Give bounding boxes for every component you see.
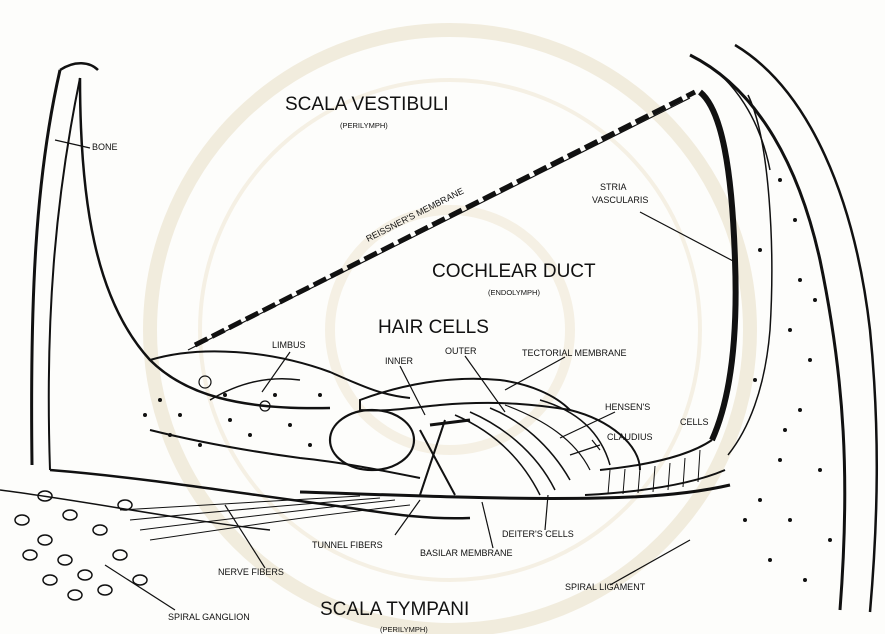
limbus-region — [150, 351, 420, 478]
claudius-label: CLAUDIUS — [607, 432, 653, 442]
inner-label: INNER — [385, 356, 414, 366]
scala-tympani-fluid-label: (PERILYMPH) — [380, 625, 428, 634]
deiters-cells-label: DEITER'S CELLS — [502, 529, 574, 539]
spiral-ligament-label: SPIRAL LIGAMENT — [565, 582, 646, 592]
scala-tympani-label: SCALA TYMPANI — [320, 599, 469, 620]
limbus-label: LIMBUS — [272, 340, 306, 350]
cochlear-duct-fluid-label: (ENDOLYMPH) — [488, 288, 540, 297]
outer-label: OUTER — [445, 346, 477, 356]
reissners-membrane-line — [195, 92, 695, 345]
bone-label: BONE — [92, 142, 118, 152]
stria-label: STRIA — [600, 182, 627, 192]
cells-label: CELLS — [680, 417, 709, 427]
nerve-fibers-label: NERVE FIBERS — [218, 567, 284, 577]
nerve-fibers-lines — [120, 496, 410, 540]
basilar-membrane-label: BASILAR MEMBRANE — [420, 548, 513, 558]
osseous-spiral-lamina-upper — [80, 78, 330, 408]
scala-vestibuli-fluid-label: (PERILYMPH) — [340, 121, 388, 130]
cochlear-duct-label: COCHLEAR DUCT — [432, 261, 596, 282]
tunnel-fibers-label: TUNNEL FIBERS — [312, 540, 383, 550]
hensens-label: HENSEN'S — [605, 402, 650, 412]
spiral-ganglion-cells — [15, 491, 147, 600]
vascularis-label: VASCULARIS — [592, 195, 648, 205]
spiral-ganglion-label: SPIRAL GANGLION — [168, 612, 250, 622]
hair-cells-label: HAIR CELLS — [378, 317, 489, 338]
tectorial-membrane-label: TECTORIAL MEMBRANE — [522, 348, 627, 358]
scala-vestibuli-label: SCALA VESTIBULI — [285, 94, 449, 115]
bone-left-wall — [32, 63, 98, 470]
